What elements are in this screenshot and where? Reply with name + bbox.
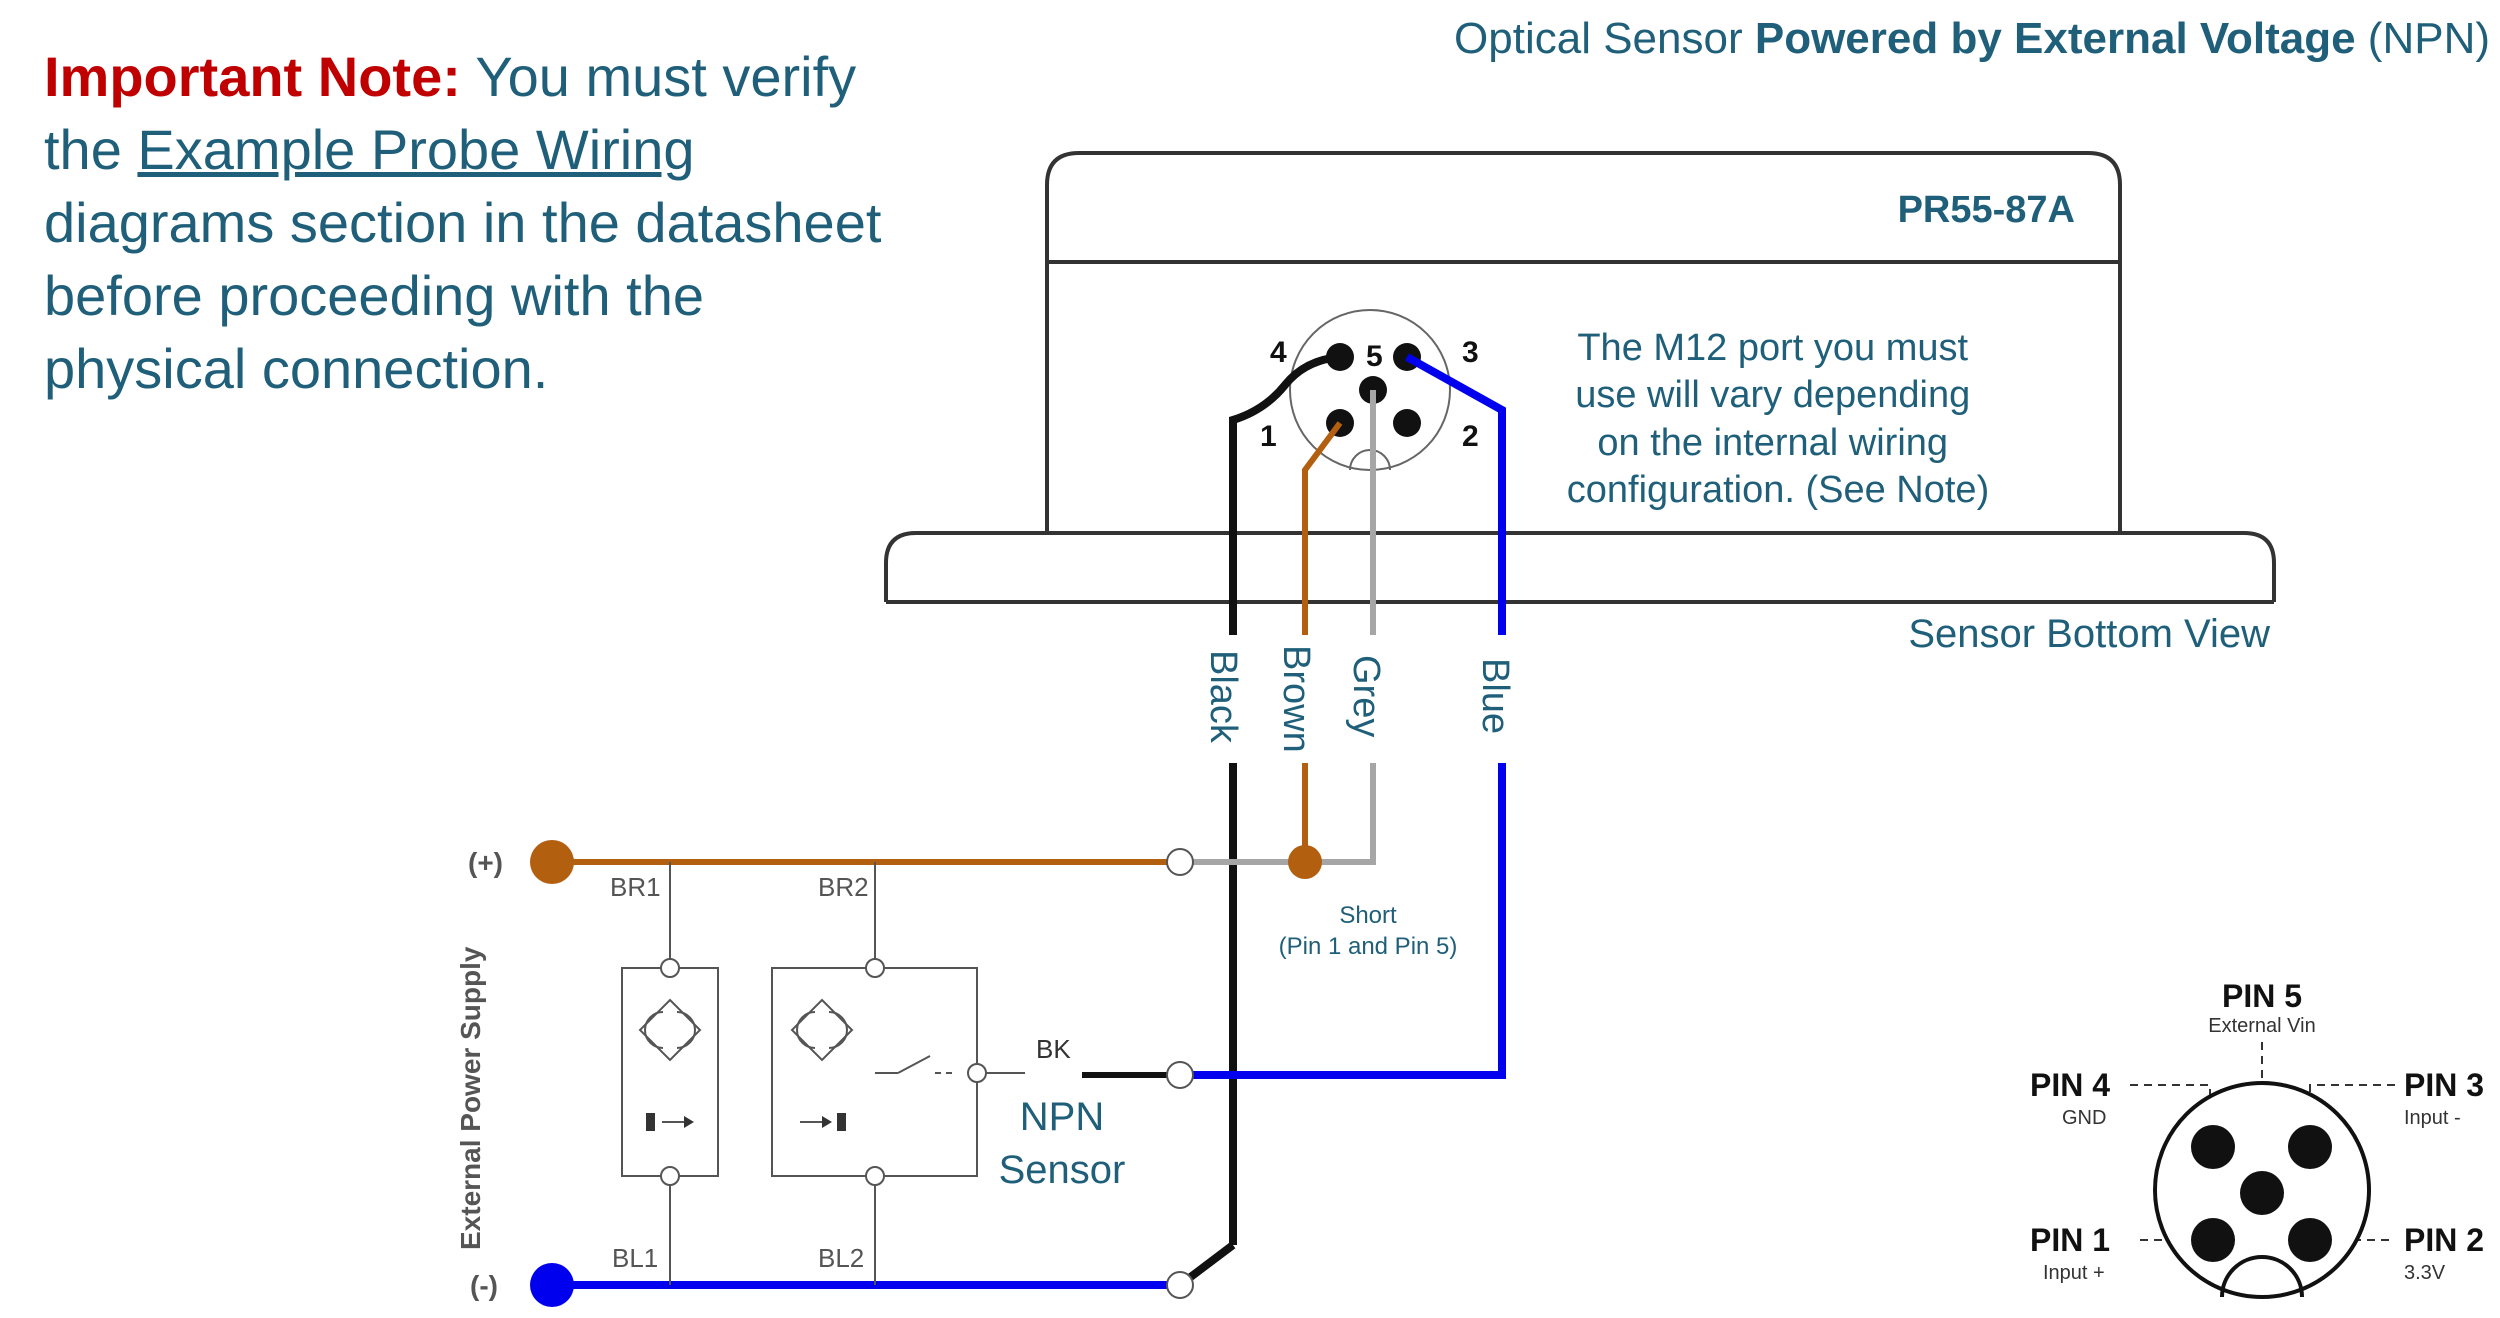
pinout-pin3: PIN 3 — [2404, 1067, 2484, 1103]
bl1-label: BL1 — [612, 1243, 658, 1273]
bk-label: BK — [1036, 1034, 1071, 1064]
pinout-pin5-desc: External Vin — [2208, 1015, 2315, 1037]
port-note-line-4: configuration. (See Note) — [1567, 469, 1989, 511]
port-note-line-1: The M12 port you must — [1577, 327, 1968, 369]
title-bold: Powered by External Voltage — [1754, 14, 2356, 63]
positive-label: (+) — [468, 847, 503, 878]
note-text-2: diagrams section in the datasheet before… — [44, 191, 882, 400]
short-label: Short — [1339, 902, 1397, 929]
pinout-pin1-desc: Input + — [2043, 1262, 2105, 1284]
blue-wire — [552, 353, 1506, 1289]
important-note-label: Important Note: — [44, 45, 461, 108]
pinout-pin2: PIN 2 — [2404, 1222, 2484, 1258]
sensor-box-2 — [771, 862, 1025, 1285]
sensor-box-1 — [621, 862, 719, 1285]
short-detail-label: (Pin 1 and Pin 5) — [1279, 933, 1458, 960]
grey-wire-label: Grey — [1345, 655, 1387, 737]
sensor-housing — [884, 151, 2276, 604]
terminal-brown — [1166, 848, 1194, 876]
negative-terminal — [530, 1263, 574, 1307]
terminal-black — [1166, 1061, 1194, 1089]
black-wire-label: Black — [1202, 650, 1244, 744]
title-suffix: (NPN) — [2367, 14, 2490, 63]
important-note: Important Note: You must verify the Exam… — [44, 40, 904, 405]
pinout-pin3-desc: Input - — [2404, 1107, 2461, 1129]
pin-3-label: 3 — [1462, 336, 1479, 369]
external-power-supply-label: External Power Supply — [455, 946, 486, 1250]
sensor-label: Sensor — [999, 1148, 1126, 1192]
sensor-bottom-view-label: Sensor Bottom View — [1908, 612, 2270, 656]
port-note-line-2: use will vary depending — [1575, 374, 1970, 416]
pin-4-label: 4 — [1270, 336, 1287, 369]
pinout-pin2-desc: 3.3V — [2404, 1262, 2446, 1284]
pin-2-label: 2 — [1462, 420, 1479, 453]
example-probe-wiring-link[interactable]: Example Probe Wiring — [137, 118, 695, 181]
negative-label: (-) — [470, 1270, 498, 1301]
br2-label: BR2 — [818, 872, 869, 902]
title-prefix: Optical Sensor — [1454, 14, 1743, 63]
sensor-model: PR55-87A — [1898, 189, 2075, 231]
brown-wire — [552, 421, 1343, 865]
blue-wire-label: Blue — [1474, 658, 1516, 734]
pin-1-label: 1 — [1260, 420, 1277, 453]
brown-wire-label: Brown — [1275, 645, 1317, 753]
pinout-pin4: PIN 4 — [2030, 1067, 2110, 1103]
black-wire — [1177, 353, 1341, 1289]
pin-5-label: 5 — [1366, 340, 1383, 373]
bl2-label: BL2 — [818, 1243, 864, 1273]
npn-label: NPN — [1020, 1095, 1104, 1139]
grey-wire — [1180, 390, 1376, 865]
diagram-title: Optical Sensor Powered by External Volta… — [1454, 14, 2490, 64]
positive-terminal — [530, 840, 574, 884]
pinout-diagram — [2130, 1042, 2395, 1299]
port-note: The M12 port you must use will vary depe… — [1567, 327, 1989, 511]
br1-label: BR1 — [610, 872, 661, 902]
pinout-pin4-desc: GND — [2062, 1107, 2106, 1129]
note-text-1: You must verify the — [44, 45, 857, 181]
terminal-blue — [1166, 1271, 1194, 1299]
pinout-pin5: PIN 5 — [2222, 978, 2302, 1014]
pinout-pin1: PIN 1 — [2030, 1222, 2110, 1258]
port-note-line-3: on the internal wiring — [1597, 422, 1948, 464]
short-junction-dot — [1288, 845, 1322, 879]
